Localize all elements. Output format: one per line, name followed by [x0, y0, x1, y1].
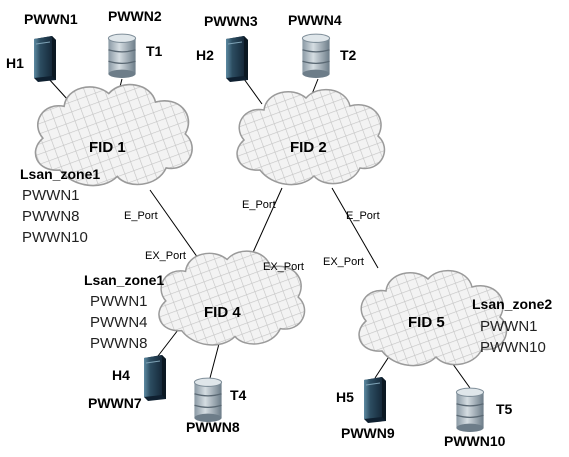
- fid2-eport-left-label: E_Port: [242, 199, 276, 211]
- h5-name: H5: [336, 389, 354, 405]
- t4-storage-icon: [193, 377, 223, 422]
- t2-wwn: PWWN4: [288, 12, 342, 28]
- link-fid1-fid4: [149, 189, 206, 269]
- fid4-zone-member: PWWN8: [90, 335, 148, 352]
- h4-server-icon: [143, 355, 167, 401]
- h4-name: H4: [112, 367, 130, 383]
- t4-name: T4: [230, 387, 247, 403]
- h2-name: H2: [196, 47, 214, 63]
- link-h5-fid5: [374, 354, 391, 379]
- fid4-zone: Lsan_zone1 PWWN1 PWWN4 PWWN8: [84, 272, 164, 352]
- fid4-zone-title: Lsan_zone1: [84, 272, 164, 288]
- h2-wwn: PWWN3: [204, 13, 258, 29]
- fid5-export-label: EX_Port: [323, 256, 364, 268]
- h2-server-icon: [225, 36, 249, 82]
- fid1-zone-member: PWWN1: [22, 187, 80, 204]
- t5-storage-icon: [455, 387, 485, 432]
- link-fid2-fid5: [331, 187, 379, 269]
- t1-name: T1: [146, 43, 163, 59]
- t2-storage-icon: [301, 33, 331, 78]
- h1-name: H1: [6, 55, 24, 71]
- fid1-label: FID 1: [89, 139, 126, 156]
- h5-server-icon: [363, 377, 387, 423]
- h4-wwn: PWWN7: [88, 395, 142, 411]
- link-h1-fid1: [47, 77, 69, 101]
- h1-wwn: PWWN1: [24, 11, 78, 27]
- t4-wwn: PWWN8: [186, 419, 240, 435]
- t2-name: T2: [340, 47, 357, 63]
- fid1-zone-member: PWWN10: [22, 229, 88, 246]
- fid5-zone-member: PWWN10: [480, 339, 546, 356]
- t1-wwn: PWWN2: [108, 8, 162, 24]
- fid4-export-left-label: EX_Port: [145, 250, 186, 262]
- h5-wwn: PWWN9: [341, 425, 395, 441]
- fid4-label: FID 4: [204, 304, 241, 321]
- fabric-fid2-cloud: [236, 88, 386, 186]
- fid2-eport-right-label: E_Port: [346, 210, 380, 222]
- t5-name: T5: [496, 401, 513, 417]
- fid5-label: FID 5: [408, 314, 445, 331]
- t1-storage-icon: [107, 33, 137, 78]
- fid1-zone-member: PWWN8: [22, 208, 80, 225]
- fid5-zone-title: Lsan_zone2: [472, 296, 552, 312]
- fid1-zone: Lsan_zone1 PWWN1 PWWN8 PWWN10: [20, 166, 100, 246]
- h1-server-icon: [33, 36, 57, 82]
- fid1-zone-title: Lsan_zone1: [20, 166, 100, 182]
- fid4-export-right-label: EX_Port: [263, 261, 304, 273]
- link-h2-fid2: [243, 78, 263, 105]
- t5-wwn: PWWN10: [444, 433, 506, 449]
- fid4-zone-member: PWWN4: [90, 314, 148, 331]
- fid1-eport-label: E_Port: [124, 210, 158, 222]
- link-h4-fid4: [157, 329, 179, 357]
- fid5-zone: Lsan_zone2 PWWN1 PWWN10: [472, 296, 552, 356]
- link-t4-fid4: [209, 339, 221, 379]
- fid5-zone-member: PWWN1: [480, 318, 538, 335]
- fid4-zone-member: PWWN1: [90, 293, 148, 310]
- fid2-label: FID 2: [290, 139, 327, 156]
